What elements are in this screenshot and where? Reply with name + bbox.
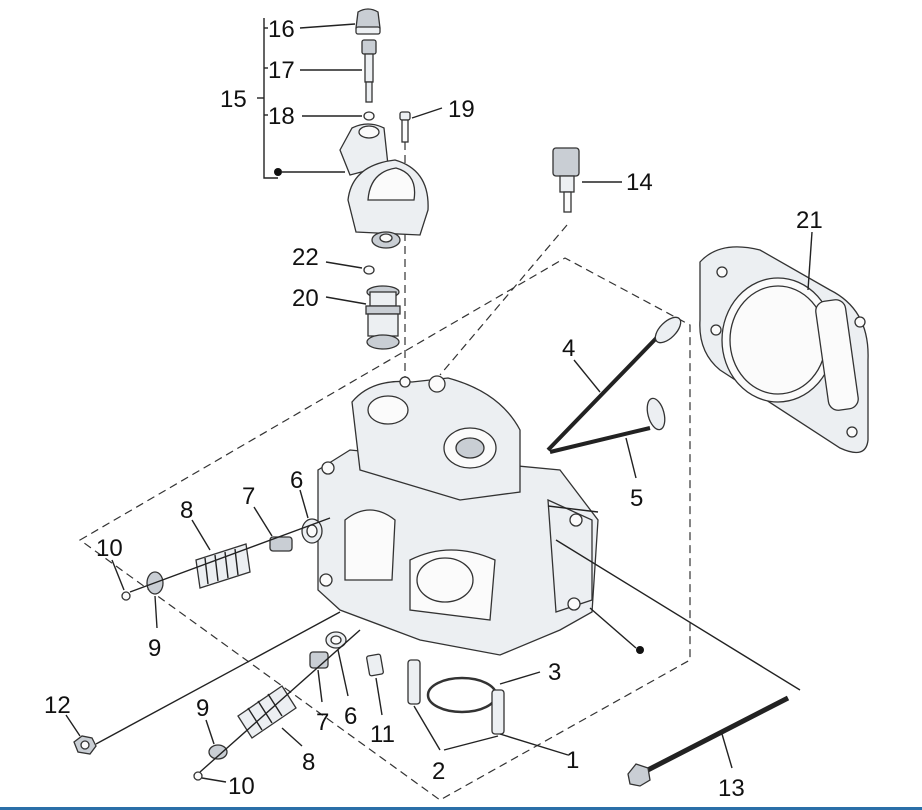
part-1-cylinder-head[interactable]	[317, 375, 801, 691]
callout-21: 21	[796, 207, 823, 234]
assembly-boundary	[78, 257, 691, 801]
callout-6-upper: 6	[290, 467, 303, 494]
callout-16: 16	[268, 16, 295, 43]
callout-22: 22	[292, 244, 319, 271]
thermostat-housing[interactable]	[339, 123, 429, 249]
part-6-valve-seal-lower[interactable]	[325, 631, 349, 697]
part-22-o-ring[interactable]	[325, 261, 375, 275]
part-10-valve-keeper-upper[interactable]	[111, 559, 131, 601]
callout-3: 3	[548, 659, 561, 686]
callout-4: 4	[562, 335, 575, 362]
callout-7-upper: 7	[242, 483, 255, 510]
group-15-bracket	[257, 18, 345, 179]
part-7-valve-guide-upper[interactable]	[253, 506, 293, 552]
callout-18: 18	[268, 103, 295, 130]
part-10-valve-keeper-lower[interactable]	[193, 771, 227, 783]
callout-17: 17	[268, 57, 295, 84]
part-4-valve[interactable]	[546, 313, 685, 452]
part-17-bleed-screw[interactable]	[300, 39, 377, 103]
part-6-valve-seal-upper[interactable]	[299, 489, 323, 544]
callout-11: 11	[370, 721, 395, 748]
callout-1: 1	[566, 747, 579, 774]
callout-5: 5	[630, 485, 643, 512]
callout-7-lower: 7	[316, 709, 329, 736]
part-20-thermostat[interactable]	[325, 285, 401, 350]
part-9-spring-retainer-lower[interactable]	[205, 719, 228, 760]
part-3-o-ring[interactable]	[426, 671, 541, 714]
callout-9-upper: 9	[148, 635, 161, 662]
part-14-temperature-sensor[interactable]	[439, 147, 622, 376]
part-1-leader	[499, 733, 569, 756]
part-13-bolt[interactable]	[627, 695, 790, 787]
callout-9-lower: 9	[196, 695, 209, 722]
callout-6-lower: 6	[344, 703, 357, 730]
part-7-valve-guide-lower[interactable]	[309, 651, 329, 703]
part-11-spring-pin[interactable]	[366, 653, 384, 716]
callout-10-lower: 10	[228, 773, 255, 800]
part-19-screw[interactable]	[399, 107, 443, 380]
part-21-head-gasket[interactable]	[699, 231, 869, 454]
callout-2: 2	[432, 758, 445, 785]
callout-8-upper: 8	[180, 497, 193, 524]
footer-bar	[0, 807, 922, 810]
callout-20: 20	[292, 285, 319, 312]
callout-14: 14	[626, 169, 653, 196]
callout-15: 15	[220, 86, 247, 113]
part-2-dowel-pins[interactable]	[407, 659, 505, 751]
callout-10-upper: 10	[96, 535, 123, 562]
callout-19: 19	[448, 96, 475, 123]
part-8-valve-spring-upper[interactable]	[191, 519, 251, 589]
part-16-cap[interactable]	[299, 8, 381, 35]
part-8-valve-spring-lower[interactable]	[237, 685, 303, 747]
callout-12: 12	[44, 692, 71, 719]
lower-valve-axis	[199, 629, 361, 773]
part-5-valve[interactable]	[549, 396, 668, 479]
upper-valve-axis	[129, 517, 331, 593]
part-18-o-ring[interactable]	[302, 111, 375, 121]
callout-8-lower: 8	[302, 749, 315, 776]
callout-labels: 16 17 15 18 19 14 21 22 20 4 5 6 7 8 10 …	[44, 16, 823, 802]
callout-13: 13	[718, 775, 745, 802]
part-12-nut[interactable]	[65, 611, 341, 755]
